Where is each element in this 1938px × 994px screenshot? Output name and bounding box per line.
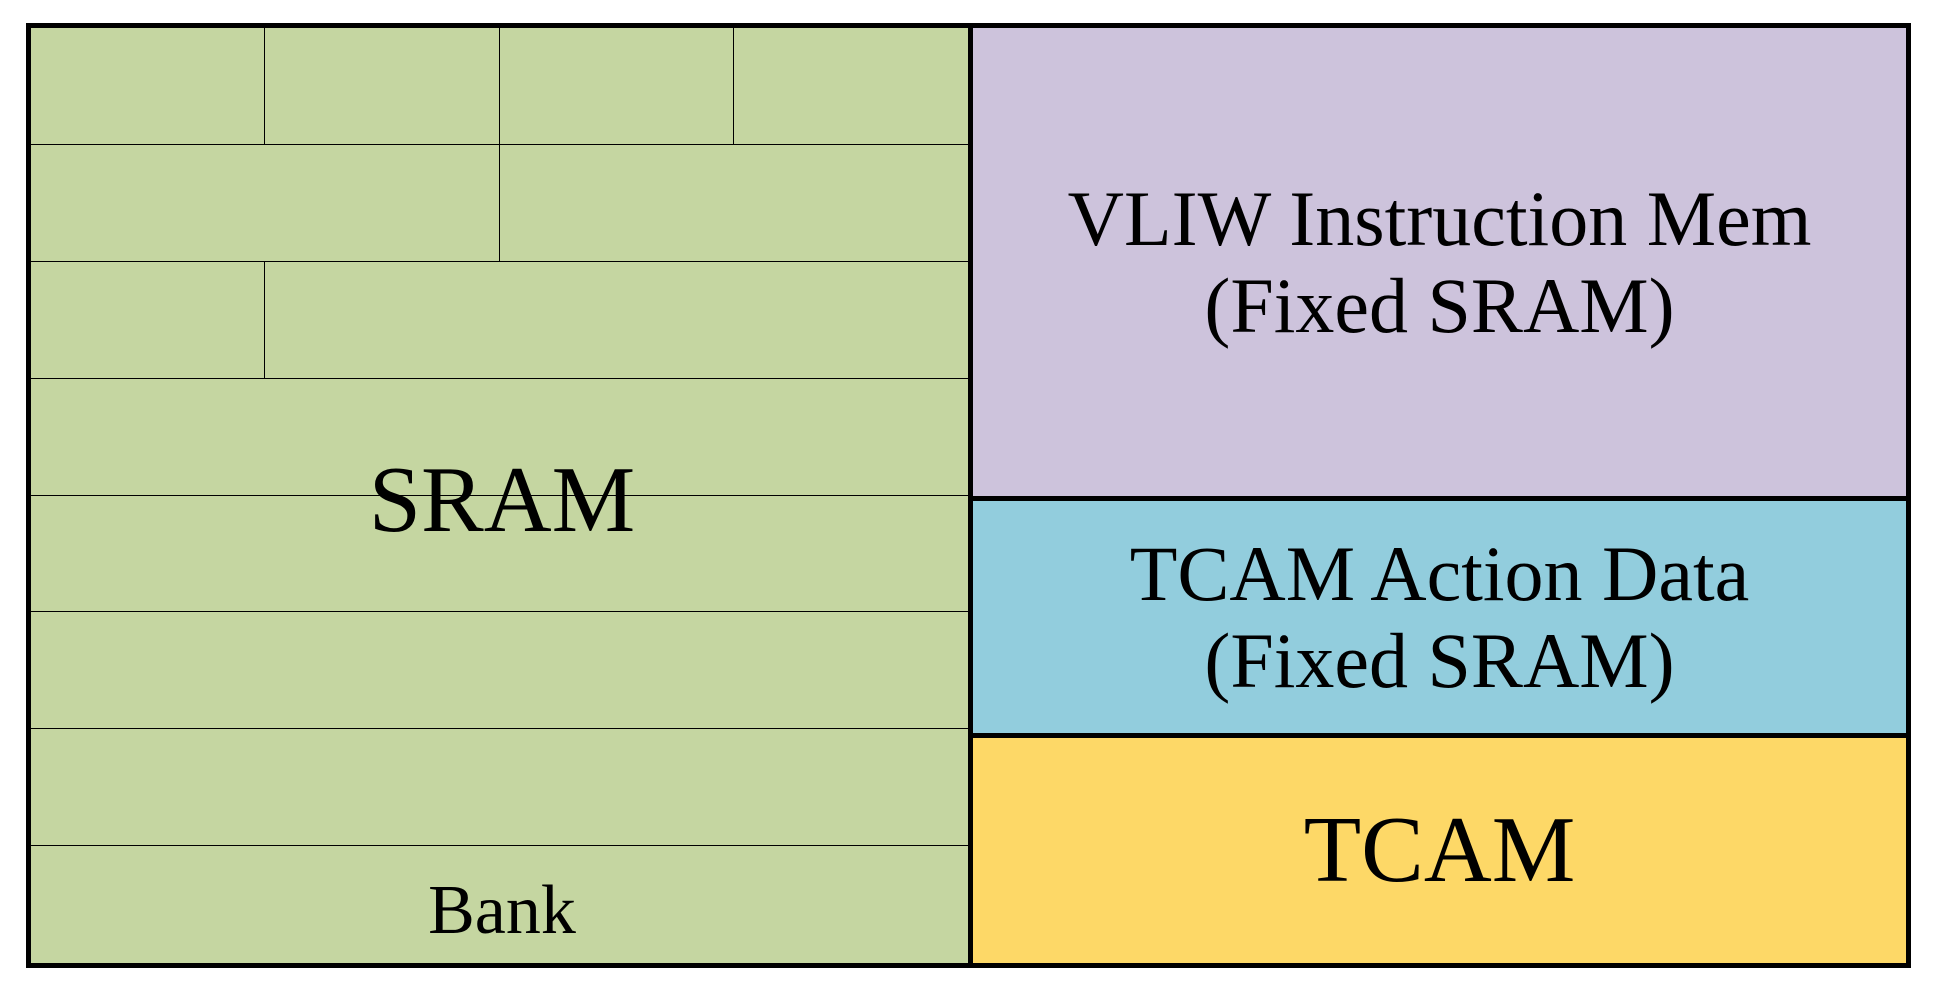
sram-cell	[500, 145, 969, 261]
action-data-subtitle: (Fixed SRAM)	[1204, 617, 1675, 704]
sram-row	[31, 28, 968, 145]
tcam-action-data-block: TCAM Action Data (Fixed SRAM)	[973, 501, 1906, 738]
sram-row	[31, 729, 968, 847]
sram-row	[31, 261, 968, 379]
sram-cell	[265, 262, 968, 378]
sram-cell	[500, 28, 734, 144]
sram-row	[31, 612, 968, 730]
sram-cell	[31, 144, 500, 261]
sram-row	[31, 496, 968, 613]
sram-cell	[31, 261, 266, 378]
sram-label: SRAM	[368, 448, 636, 552]
sram-row	[31, 379, 968, 496]
vliw-instruction-mem-block: VLIW Instruction Mem (Fixed SRAM)	[973, 28, 1906, 501]
bank-label: Bank	[428, 872, 576, 949]
vliw-title: VLIW Instruction Mem	[1067, 174, 1812, 262]
sram-cell	[31, 612, 968, 728]
sram-cell	[31, 28, 266, 144]
action-data-title: TCAM Action Data	[1129, 529, 1750, 617]
memory-layout-diagram: SRAM Bank VLIW Instruction Mem (Fixed SR…	[26, 23, 1911, 968]
tcam-block: TCAM	[973, 738, 1906, 963]
sram-cell	[265, 28, 500, 144]
vliw-subtitle: (Fixed SRAM)	[1204, 262, 1675, 349]
sram-cell	[31, 729, 968, 845]
sram-cell	[734, 28, 968, 144]
sram-row	[31, 144, 969, 262]
sram-region	[31, 28, 973, 963]
tcam-label: TCAM	[1303, 797, 1576, 902]
